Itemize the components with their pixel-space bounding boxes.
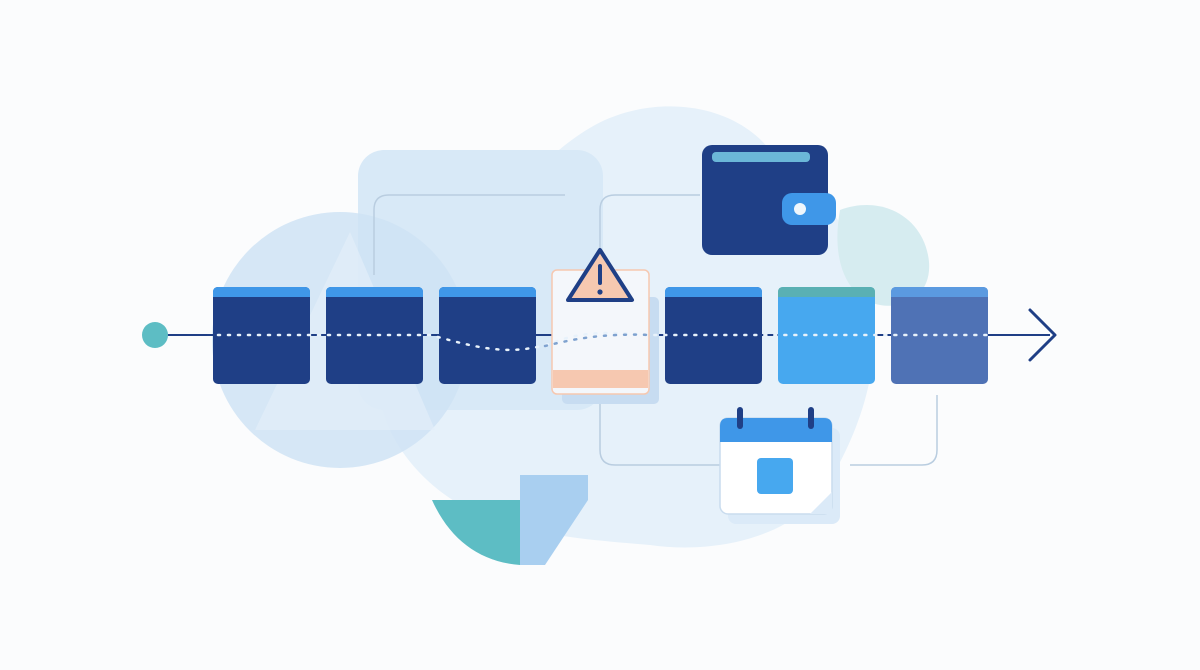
- dotted-flow-line-highlight: [543, 333, 652, 348]
- timeline-block-2: [326, 287, 423, 384]
- arrow-right-icon: [1028, 308, 1057, 362]
- timeline-block-strip: [665, 287, 762, 297]
- background-teal-wedge: [432, 500, 520, 565]
- calendar-page-curl: [810, 492, 832, 514]
- connector-bottom-left: [599, 395, 720, 466]
- warning-triangle-icon: [566, 248, 634, 302]
- alert-card-band: [553, 370, 648, 388]
- dotted-flow-line: [216, 331, 992, 352]
- connector-lines: [373, 194, 938, 466]
- connector-middle-top: [599, 194, 700, 280]
- timeline-block-3: [439, 287, 536, 384]
- timeline-block-strip: [891, 287, 988, 297]
- timeline-block-strip: [326, 287, 423, 297]
- timeline-block-7: [891, 287, 988, 384]
- timeline-block-1: [213, 287, 310, 384]
- connector-left-top: [373, 194, 565, 275]
- timeline-block-body: [213, 287, 310, 384]
- wallet-icon: [702, 145, 836, 255]
- connector-bottom-right: [850, 395, 938, 466]
- timeline-block-body: [439, 287, 536, 384]
- timeline-block-body: [326, 287, 423, 384]
- background-teal-blob: [837, 205, 930, 306]
- wallet-clasp-icon: [794, 203, 806, 215]
- timeline-block-body: [891, 287, 988, 384]
- timeline-block-strip: [439, 287, 536, 297]
- timeline-block-strip: [213, 287, 310, 297]
- start-dot-icon: [142, 322, 168, 348]
- calendar-icon: [719, 407, 840, 524]
- folded-document-icon: [520, 475, 588, 565]
- timeline-block-strip: [778, 287, 875, 297]
- calendar-date-marker: [757, 458, 793, 494]
